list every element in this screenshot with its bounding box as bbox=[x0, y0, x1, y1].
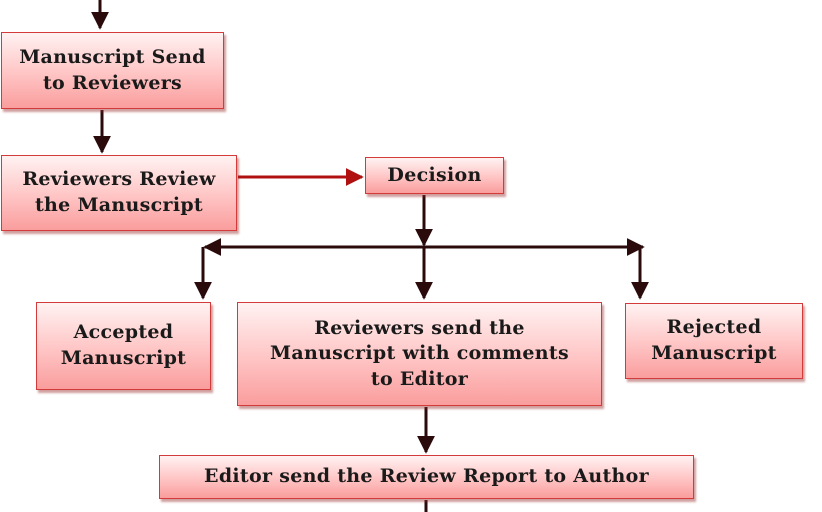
node-manuscript-send-to-reviewers-label: Manuscript Send to Reviewers bbox=[19, 45, 206, 94]
node-reviewers-send-with-comments: Reviewers send the Manuscript with comme… bbox=[237, 302, 602, 406]
node-reviewers-review-manuscript-label: Reviewers Review the Manuscript bbox=[22, 168, 216, 216]
node-rejected-manuscript: Rejected Manuscript bbox=[625, 303, 803, 379]
node-decision: Decision bbox=[365, 157, 504, 194]
node-accepted-manuscript-label: Accepted Manuscript bbox=[60, 321, 187, 369]
node-editor-send-review-report: Editor send the Review Report to Author bbox=[159, 455, 694, 499]
node-rejected-manuscript-label: Rejected Manuscript bbox=[651, 316, 777, 364]
node-editor-send-review-report-label: Editor send the Review Report to Author bbox=[204, 465, 649, 488]
node-accepted-manuscript: Accepted Manuscript bbox=[36, 302, 211, 390]
node-reviewers-send-with-comments-label: Reviewers send the Manuscript with comme… bbox=[270, 316, 569, 390]
node-decision-label: Decision bbox=[387, 163, 482, 186]
node-reviewers-review-manuscript: Reviewers Review the Manuscript bbox=[1, 155, 237, 231]
node-manuscript-send-to-reviewers: Manuscript Send to Reviewers bbox=[1, 32, 224, 109]
